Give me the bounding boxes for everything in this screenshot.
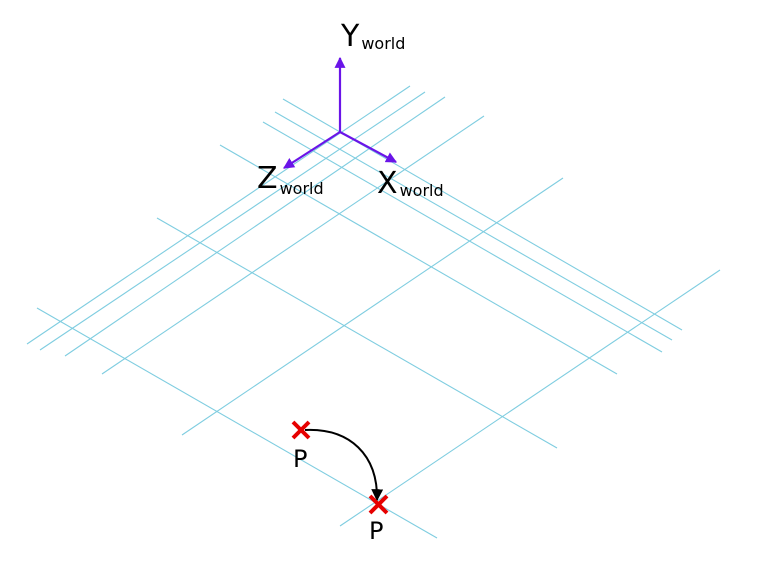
cross-mark-start-b [291,420,311,440]
grid-line-a4 [101,115,485,375]
grid-line-b2 [274,111,673,341]
transform-arrow [304,428,384,502]
x-axis-arrow [339,131,397,163]
grid-lines-rising [26,85,721,527]
grid-line-a1 [26,85,411,345]
grid-line-a6 [339,269,721,527]
grid-line-a5 [181,177,564,436]
grid-line-b6 [36,307,438,539]
grid-line-b3 [262,121,663,353]
point-label-end: P [369,517,383,545]
point-label-start: P [293,445,307,473]
grid-line-a2 [39,91,426,351]
point-p-start: P [291,420,311,473]
cross-mark-end-b [368,494,389,515]
grid-line-b5 [156,217,558,449]
grid-line-a3 [64,96,446,357]
point-p-end: P [368,494,389,545]
grid-line-b4 [219,144,618,375]
z-axis-arrow [283,131,341,169]
grid-lines-falling [36,98,683,539]
